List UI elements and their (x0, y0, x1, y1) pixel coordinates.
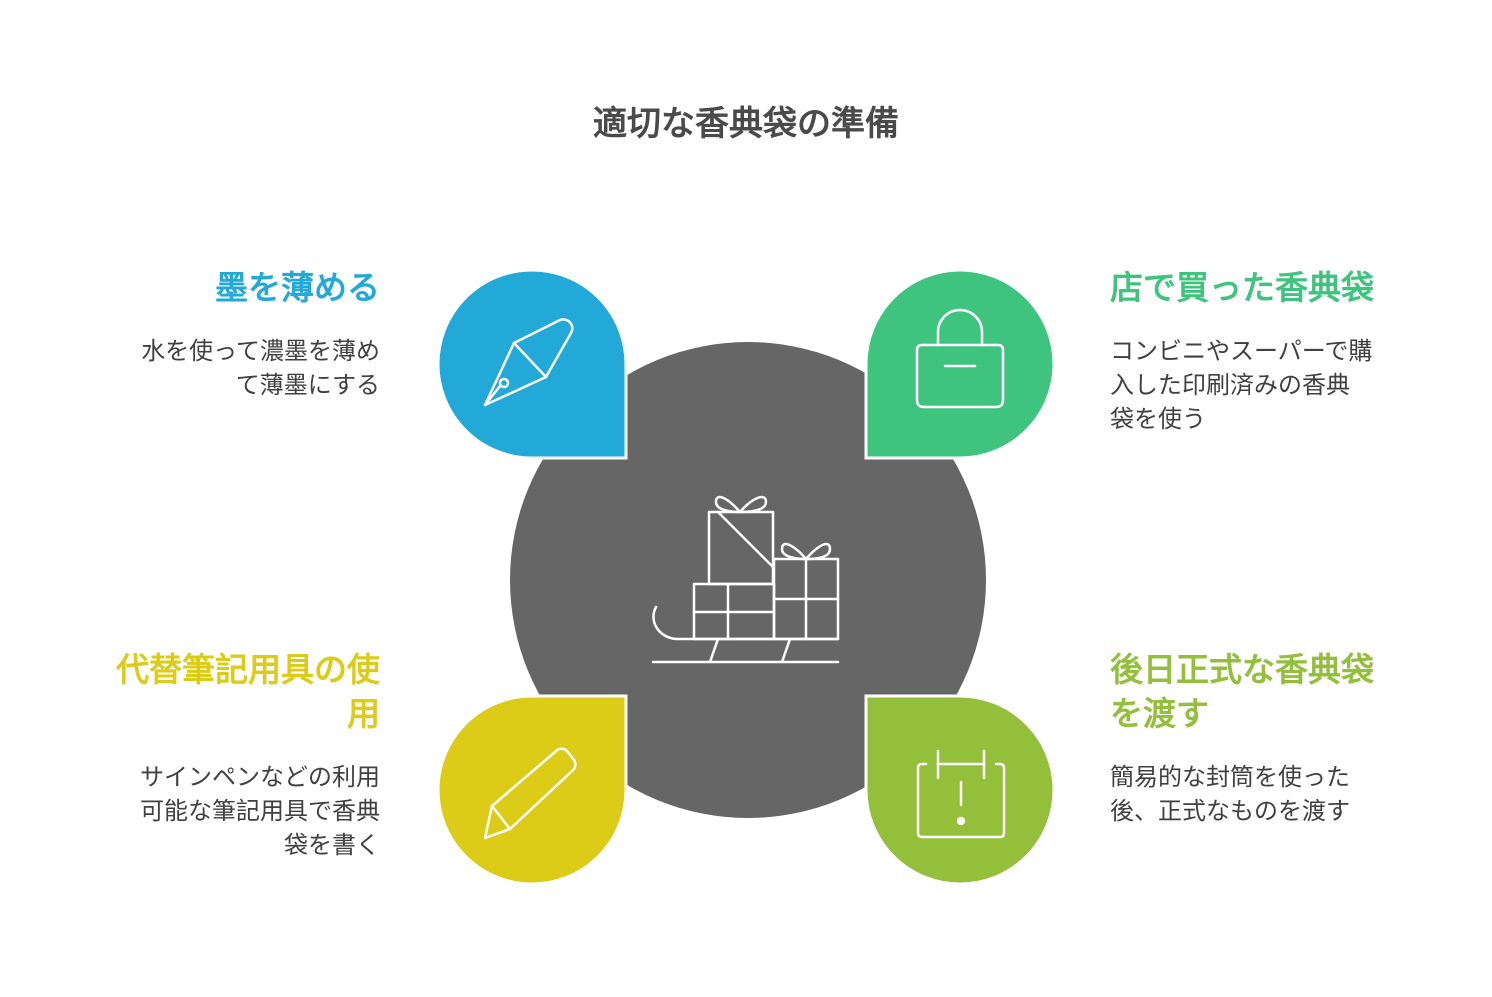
desc-line: サインペンなどの利用 (140, 763, 380, 791)
pencil-icon (483, 747, 577, 840)
item-description: コンビニやスーパーで購 入した印刷済みの香典 袋を使う (1110, 334, 1470, 436)
sleigh-gifts-icon (651, 495, 840, 664)
desc-line: て薄墨にする (235, 371, 380, 399)
desc-line: 袋を使う (1110, 405, 1206, 433)
petal-top-left (436, 268, 628, 460)
fountain-pen-icon (483, 318, 574, 407)
item-description: サインペンなどの利用 可能な筆記用具で香典 袋を書く (40, 760, 380, 862)
desc-line: コンビニやスーパーで購 (1110, 337, 1373, 365)
desc-line: 水を使って濃墨を薄め (141, 337, 380, 365)
item-top-right: 店で買った香典袋 コンビニやスーパーで購 入した印刷済みの香典 袋を使う (1110, 266, 1470, 436)
desc-line: 入した印刷済みの香典 (1110, 371, 1350, 399)
item-description: 水を使って濃墨を薄め て薄墨にする (40, 334, 380, 402)
item-description: 簡易的な封筒を使った 後、正式なものを渡す (1110, 760, 1470, 828)
heading-line: 用 (347, 694, 380, 733)
item-heading: 代替筆記用具の使 用 (40, 648, 380, 736)
item-heading: 店で買った香典袋 (1110, 266, 1470, 310)
bag-icon (915, 308, 1005, 409)
item-bottom-left: 代替筆記用具の使 用 サインペンなどの利用 可能な筆記用具で香典 袋を書く (40, 648, 380, 862)
heading-line: 代替筆記用具の使 (116, 650, 380, 689)
calendar-alert-icon (916, 749, 1006, 839)
heading-line: 墨を薄める (215, 268, 380, 307)
petal-bottom-left (436, 694, 628, 886)
desc-line: 後、正式なものを渡す (1110, 797, 1350, 825)
desc-line: 可能な筆記用具で香典 (140, 797, 380, 825)
page-title: 適切な香典袋の準備 (593, 104, 899, 144)
heading-line: を渡す (1110, 694, 1209, 733)
desc-line: 簡易的な封筒を使った (1110, 763, 1350, 791)
item-heading: 墨を薄める (40, 266, 380, 310)
heading-line: 後日正式な香典袋 (1110, 650, 1374, 689)
heading-line: 店で買った香典袋 (1110, 268, 1374, 307)
item-bottom-right: 後日正式な香典袋 を渡す 簡易的な封筒を使った 後、正式なものを渡す (1110, 648, 1470, 828)
desc-line: 袋を書く (284, 831, 380, 859)
item-top-left: 墨を薄める 水を使って濃墨を薄め て薄墨にする (40, 266, 380, 402)
item-heading: 後日正式な香典袋 を渡す (1110, 648, 1470, 736)
petal-top-right (864, 268, 1056, 460)
